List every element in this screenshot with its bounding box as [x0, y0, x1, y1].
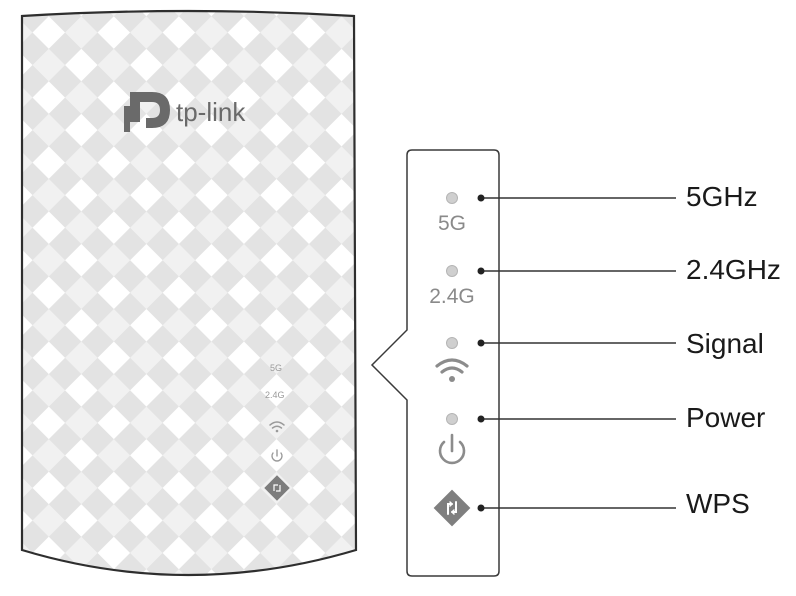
panel-label-5g: 5G	[438, 212, 466, 235]
logo-mark	[124, 106, 140, 132]
callout-24ghz: 2.4GHz	[686, 254, 781, 285]
callout-wps: WPS	[686, 488, 750, 519]
leader-dots	[477, 194, 485, 512]
panel-led-signal	[435, 337, 469, 382]
wps-icon	[447, 501, 457, 515]
led-callout-panel	[370, 149, 500, 577]
power-icon	[438, 433, 466, 465]
device-label-24g: 2.4G	[265, 390, 285, 400]
panel-led-24g: 2.4G	[429, 265, 475, 308]
brand-name: tp-link	[176, 97, 246, 127]
panel-label-24g: 2.4G	[429, 285, 475, 308]
device-wifi-icon	[269, 421, 285, 433]
leader-lines	[481, 197, 676, 509]
logo-mark-arc	[130, 92, 170, 128]
device-led-panel: 5G 2.4G	[264, 363, 290, 501]
range-extender-body	[20, 9, 358, 577]
wifi-icon	[435, 358, 469, 382]
panel-led-5g: 5G	[438, 192, 466, 235]
callout-power: Power	[686, 402, 766, 433]
callout-5ghz: 5GHz	[686, 181, 758, 212]
device-label-5g: 5G	[270, 363, 282, 373]
callout-signal: Signal	[686, 328, 764, 359]
tp-link-logo: tp-link	[124, 92, 246, 132]
device-wps-button	[264, 475, 290, 501]
panel-led-power	[438, 413, 466, 465]
panel-wps-button	[433, 489, 471, 527]
device-power-icon	[271, 449, 283, 462]
